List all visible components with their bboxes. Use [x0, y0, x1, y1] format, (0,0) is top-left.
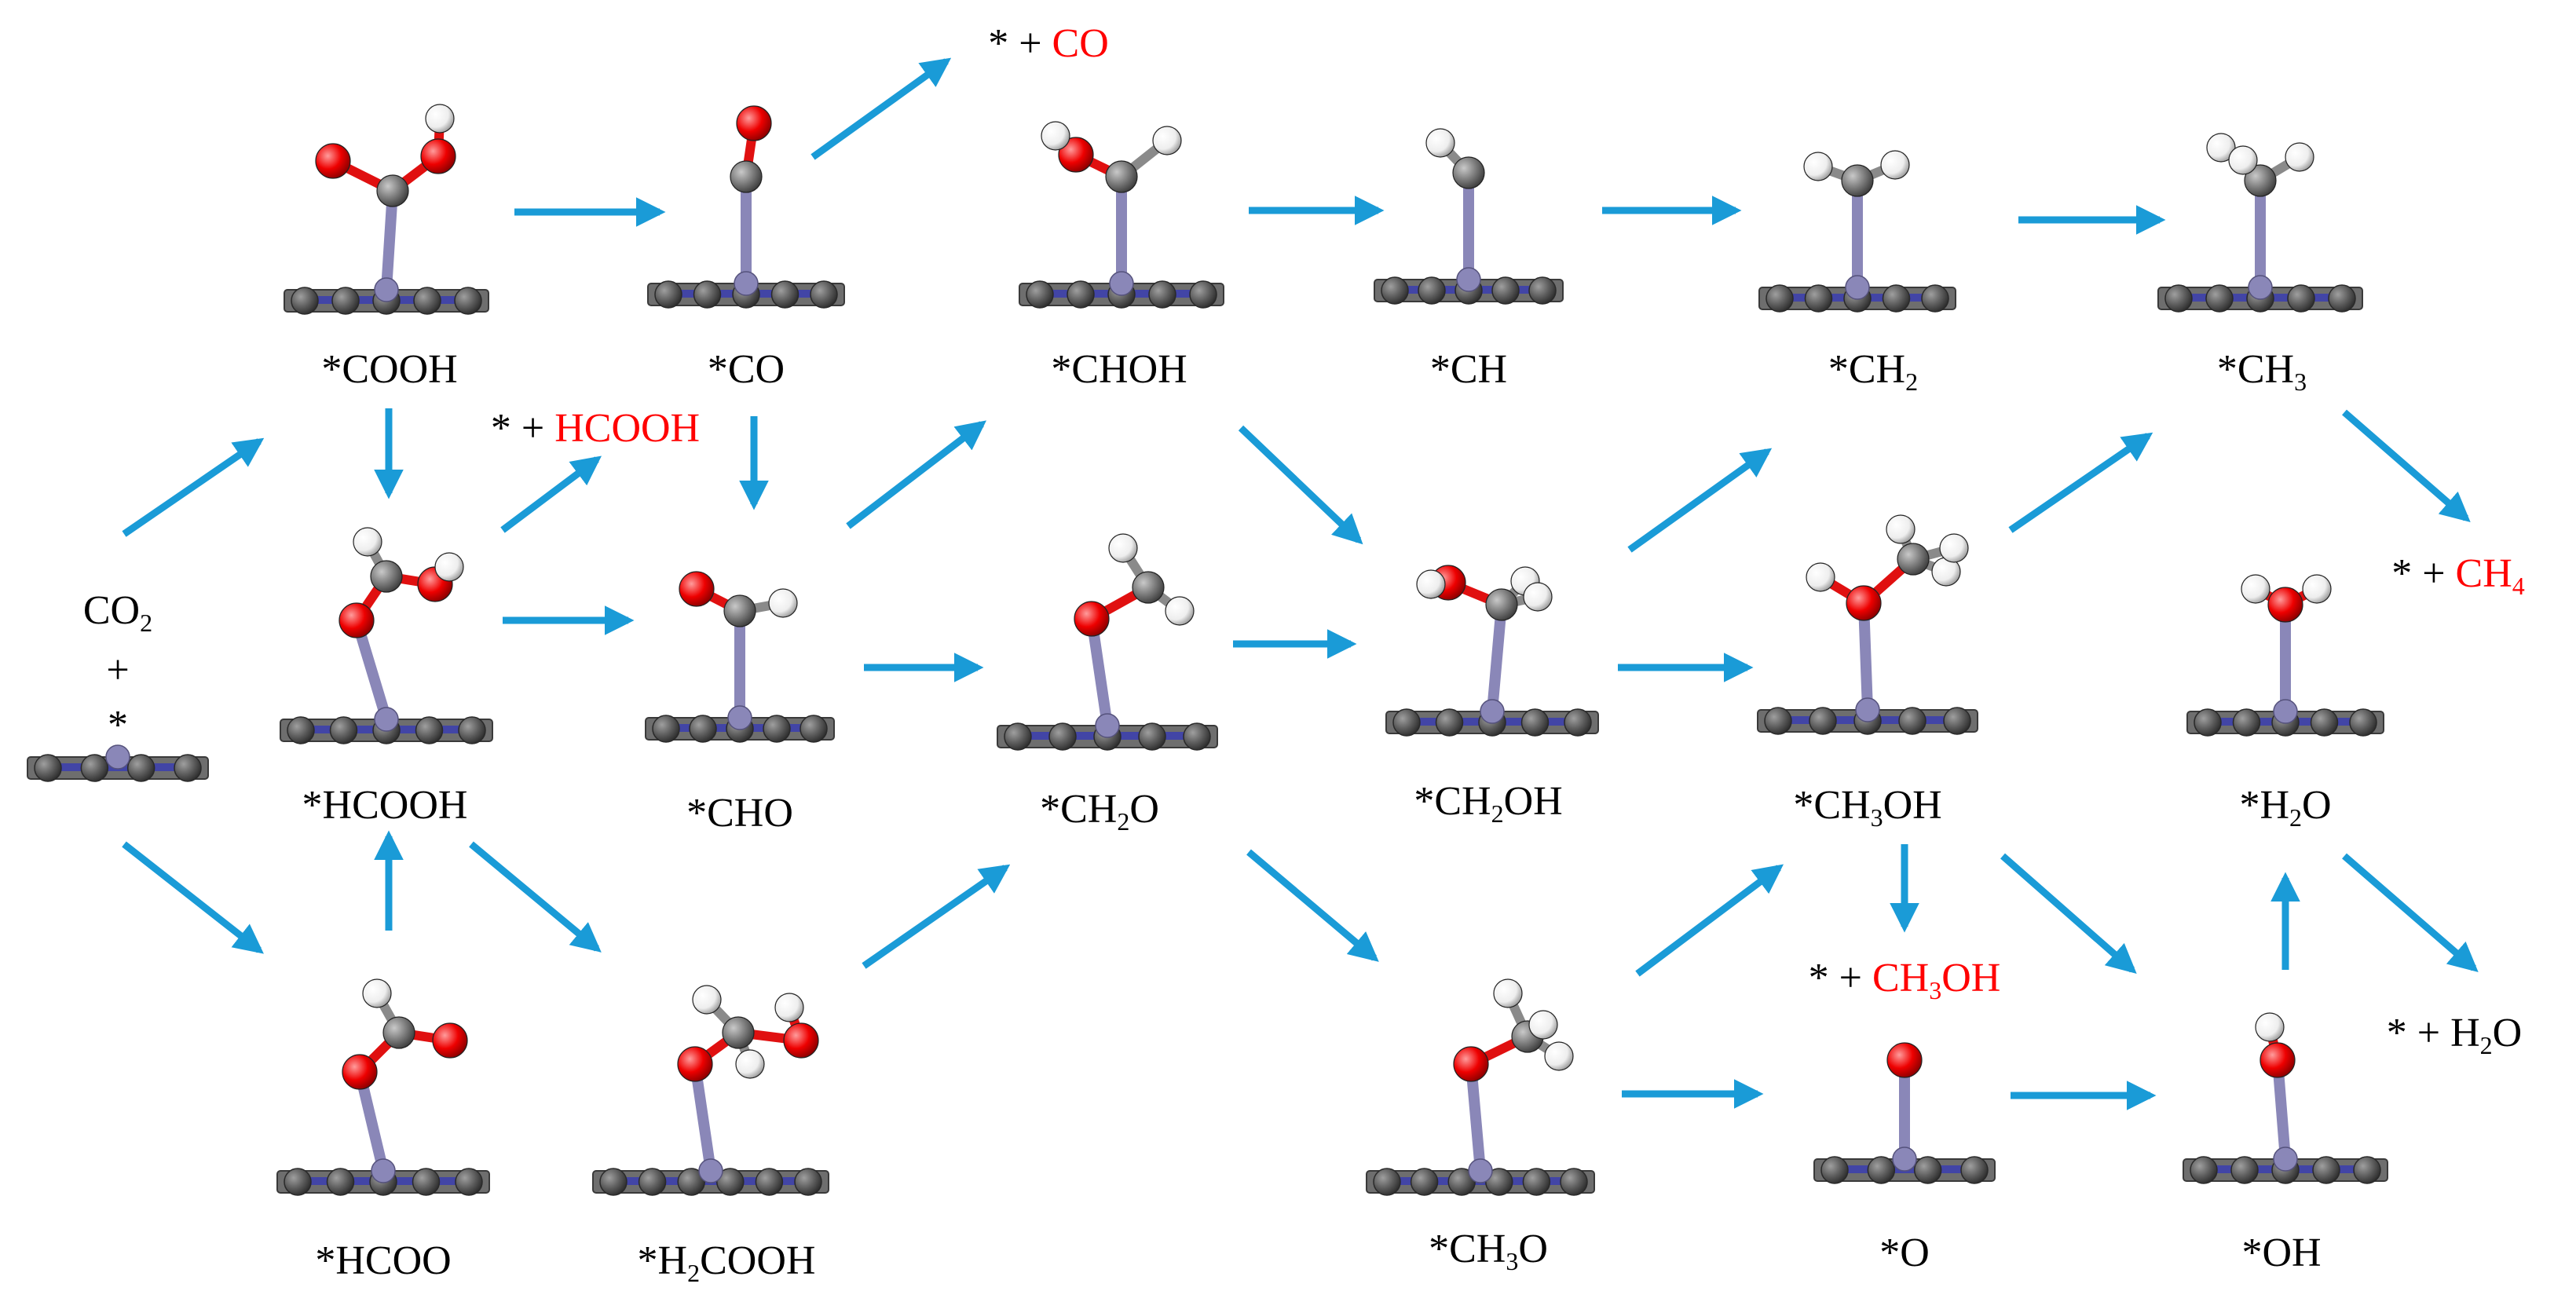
reaction-arrow	[810, 57, 952, 160]
molecule-co	[647, 105, 845, 309]
molecule-ch3	[2157, 133, 2363, 313]
label-reactant-co2: CO2	[82, 588, 153, 637]
product-h2o: * + H2O	[2386, 1011, 2523, 1059]
label-ch3o: *CH3O	[1429, 1227, 1548, 1275]
molecule-ch3oh	[1757, 514, 1978, 735]
molecule-h2cooh	[592, 985, 829, 1196]
molecule-choh	[1019, 121, 1224, 309]
reaction-arrow	[469, 841, 602, 953]
reaction-arrow	[500, 455, 602, 533]
plus-sign: +	[106, 648, 130, 693]
label-ch: *CH	[1429, 347, 1508, 392]
molecule-hcooh	[280, 527, 493, 744]
reaction-arrow	[1635, 864, 1784, 977]
reaction-arrow	[2342, 853, 2479, 972]
label-ch3oh: *CH3OH	[1793, 783, 1942, 832]
molecule-ch	[1374, 128, 1564, 305]
product-ch4: * + CH4	[2391, 551, 2525, 600]
surface-slab-bare	[27, 744, 209, 782]
label-ch3: *CH3	[2216, 347, 2307, 396]
reaction-arrow	[122, 437, 265, 537]
molecule-ch2	[1758, 150, 1956, 313]
product-hcooh: * + HCOOH	[490, 406, 701, 451]
surface-star: *	[108, 703, 128, 748]
label-cho: *CHO	[686, 791, 793, 836]
molecule-ch2o	[997, 533, 1218, 751]
label-ch2: *CH2	[1828, 347, 1919, 396]
molecule-cho	[645, 571, 835, 743]
molecule-hcoo	[276, 978, 490, 1196]
label-ch2oh: *CH2OH	[1414, 779, 1563, 828]
label-choh: *CHOH	[1051, 347, 1187, 392]
reaction-arrow	[862, 864, 1011, 969]
label-hcoo: *HCOO	[315, 1238, 452, 1283]
reaction-arrow	[846, 420, 987, 529]
co2-subscript: 2	[140, 609, 153, 637]
label-h2o-adsorbed: *H2O	[2239, 783, 2332, 832]
label-h2cooh: *H2COOH	[637, 1238, 816, 1287]
label-reactant-star: *	[108, 705, 128, 746]
reaction-arrow	[2000, 853, 2137, 974]
reaction-arrow	[122, 841, 264, 954]
label-oh: *OH	[2241, 1231, 2322, 1275]
label-hcooh: *HCOOH	[302, 783, 468, 828]
molecule-ch3o	[1366, 978, 1595, 1196]
reaction-arrow	[1238, 425, 1363, 545]
reaction-arrow	[2008, 432, 2153, 533]
label-o: *O	[1879, 1231, 1930, 1275]
reaction-arrow	[2342, 409, 2471, 522]
co2-text: CO	[82, 588, 141, 633]
molecule-h2o	[2186, 574, 2384, 737]
label-ch2o: *CH2O	[1040, 787, 1159, 836]
reaction-arrow	[1627, 448, 1773, 553]
label-co: *CO	[707, 347, 785, 392]
label-reactant-plus: +	[106, 650, 129, 691]
molecule-o	[1813, 1042, 1996, 1184]
product-co: * + CO	[988, 21, 1109, 66]
molecule-ch2oh	[1385, 565, 1599, 737]
label-cooh: *COOH	[321, 347, 458, 392]
product-ch3oh: * + CH3OH	[1808, 956, 2001, 1004]
reaction-arrow	[1246, 849, 1379, 962]
molecule-cooh	[284, 104, 489, 315]
molecule-oh	[2183, 1012, 2388, 1184]
